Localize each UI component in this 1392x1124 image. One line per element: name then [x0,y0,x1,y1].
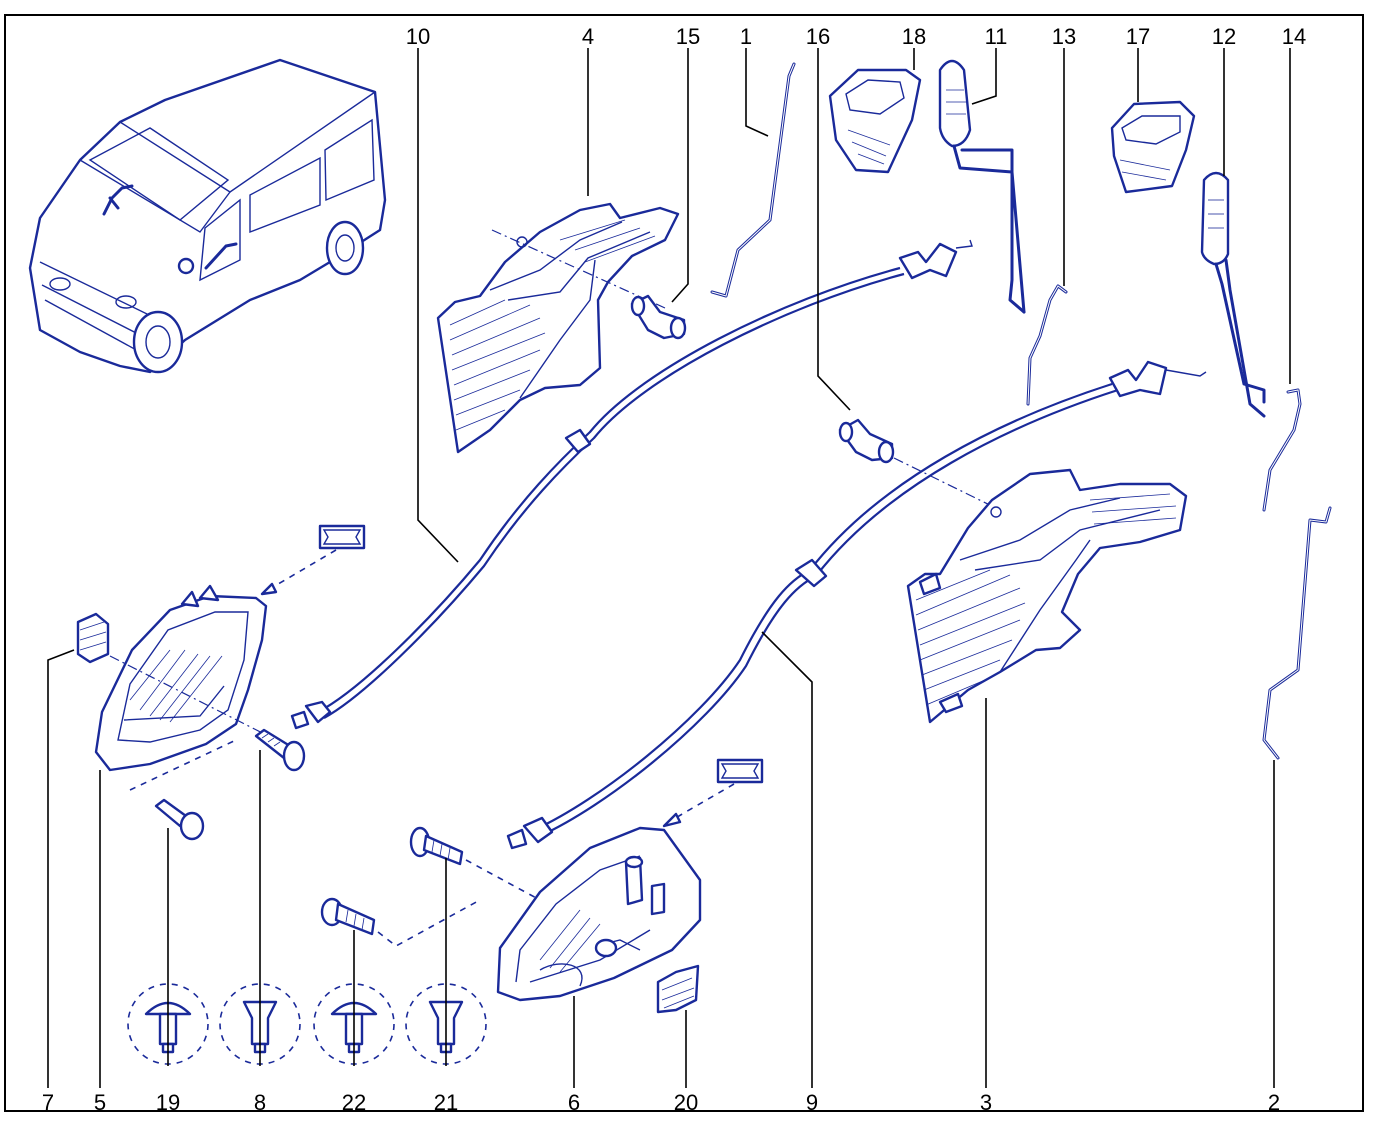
callout-15: 15 [676,24,700,49]
part-4-hatching [449,219,656,431]
callout-1: 1 [740,24,752,49]
callout-6: 6 [568,1090,580,1115]
callout-2: 2 [1268,1090,1280,1115]
part-9-cable [506,360,1207,850]
callout-14: 14 [1282,24,1306,49]
callout-3: 3 [980,1090,992,1115]
part-21-screw [409,826,541,901]
callout-20: 20 [674,1090,698,1115]
part-17-outer-bezel [1110,100,1196,194]
van-illustration [28,58,387,374]
part-16-clip [838,418,1001,511]
label-tag-lower [662,758,764,828]
callout-4: 4 [582,24,594,49]
callout-labels: 10 4 15 1 16 18 11 13 17 12 14 7 5 19 8 … [42,24,1306,1115]
part-18-inner-bezel [828,68,922,174]
callout-13: 13 [1052,24,1076,49]
part-5-interior-handle [94,584,301,791]
callout-19: 19 [156,1090,180,1115]
part-7-clip [76,612,110,664]
part-4-handle-bezel [436,202,680,454]
part-22-screw [320,897,481,947]
part-20-clip [656,964,700,1014]
part-12-lever [1200,171,1266,418]
label-tag-upper [260,524,366,596]
leader-lines [47,48,1291,1088]
part-1-rod [710,62,796,298]
callout-10: 10 [406,24,430,49]
callout-9: 9 [806,1090,818,1115]
callout-22: 22 [342,1090,366,1115]
callout-21: 21 [434,1090,458,1115]
callout-5: 5 [94,1090,106,1115]
callout-7: 7 [42,1090,54,1115]
part-11-lever [938,59,1026,314]
part-19-screw [154,798,205,841]
callout-18: 18 [902,24,926,49]
callout-17: 17 [1126,24,1150,49]
part-2-rod [1262,506,1332,760]
diagram-frame [4,14,1364,1112]
callout-16: 16 [806,24,830,49]
callout-11: 11 [985,24,1008,49]
callout-12: 12 [1212,24,1236,49]
part-6-interior-handle [496,826,702,1002]
part-13-rod [1026,284,1068,406]
part-10-cable [290,239,973,730]
part-3-hatching [915,493,1177,706]
part-14-rod [1262,388,1302,512]
part-3-handle-bezel [906,468,1188,724]
part-8-screw [254,728,306,772]
callout-8: 8 [254,1090,266,1115]
part-15-clip [630,294,687,340]
